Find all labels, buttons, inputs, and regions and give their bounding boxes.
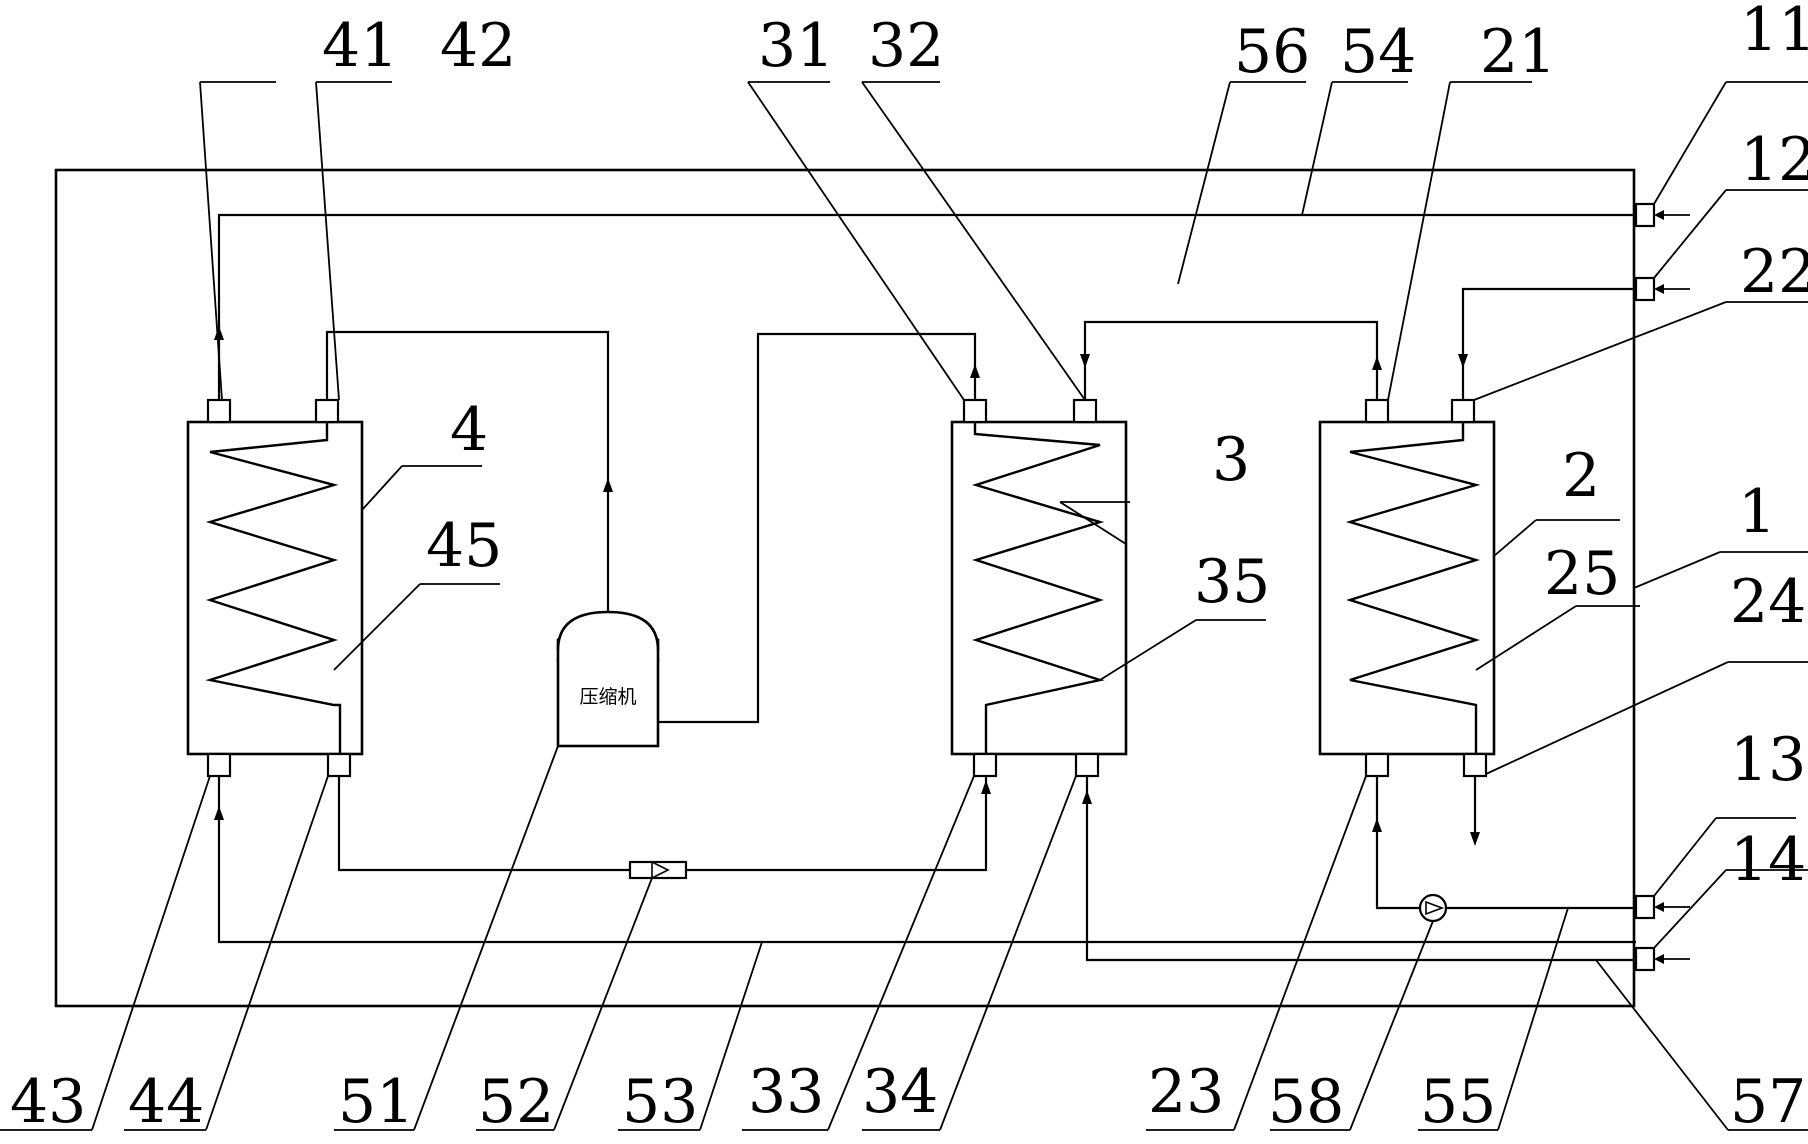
label-52: 52	[478, 1067, 554, 1137]
label-51: 51	[338, 1067, 414, 1137]
label-45: 45	[426, 511, 502, 581]
pipe-56	[1083, 320, 1379, 400]
pipe-57	[1085, 776, 1636, 962]
label-44: 44	[128, 1067, 204, 1137]
label-31: 31	[758, 11, 834, 81]
label-24: 24	[1730, 567, 1806, 637]
label-32: 32	[868, 11, 944, 81]
pipe-55	[1375, 776, 1420, 910]
pipe-compressor-to-31	[658, 332, 977, 724]
label-25: 25	[1544, 539, 1620, 609]
label-12: 12	[1740, 125, 1808, 195]
label-4: 4	[450, 395, 488, 465]
label-54: 54	[1340, 17, 1416, 87]
label-43: 43	[10, 1067, 86, 1137]
label-58: 58	[1268, 1067, 1344, 1137]
label-34: 34	[862, 1057, 938, 1127]
label-55: 55	[1420, 1067, 1496, 1137]
label-42: 42	[440, 11, 516, 81]
label-57: 57	[1730, 1067, 1806, 1137]
label-3: 3	[1212, 425, 1250, 495]
label-21: 21	[1480, 17, 1556, 87]
label-13: 13	[1730, 725, 1806, 795]
heat-exchanger-3	[950, 398, 1128, 778]
port-11	[1634, 202, 1656, 228]
pipe-compressor-to-42	[325, 330, 610, 612]
pipe-54	[217, 213, 1636, 400]
expansion-valve-52	[628, 860, 688, 880]
compressor-51: 压缩机	[556, 610, 660, 748]
label-11: 11	[1740, 0, 1808, 65]
label-2: 2	[1562, 441, 1600, 511]
pump-58	[1418, 893, 1448, 923]
heat-exchanger-2	[1318, 398, 1496, 778]
port-12	[1634, 276, 1656, 302]
label-22: 22	[1740, 237, 1808, 307]
port-14	[1634, 946, 1656, 972]
port-13	[1634, 894, 1656, 920]
pipe-44-valve-33	[337, 776, 630, 872]
label-56: 56	[1234, 17, 1310, 87]
label-14: 14	[1730, 825, 1806, 895]
heat-exchanger-4	[186, 398, 364, 778]
label-1: 1	[1738, 477, 1776, 547]
label-53: 53	[622, 1067, 698, 1137]
pipe-53	[217, 776, 1636, 944]
pipe-12-to-22	[1461, 287, 1636, 400]
compressor-label: 压缩机	[579, 686, 636, 708]
label-35: 35	[1194, 547, 1270, 617]
label-41: 41	[322, 11, 398, 81]
label-33: 33	[748, 1057, 824, 1127]
leader-lines	[0, 81, 1808, 1131]
label-23: 23	[1148, 1057, 1224, 1127]
